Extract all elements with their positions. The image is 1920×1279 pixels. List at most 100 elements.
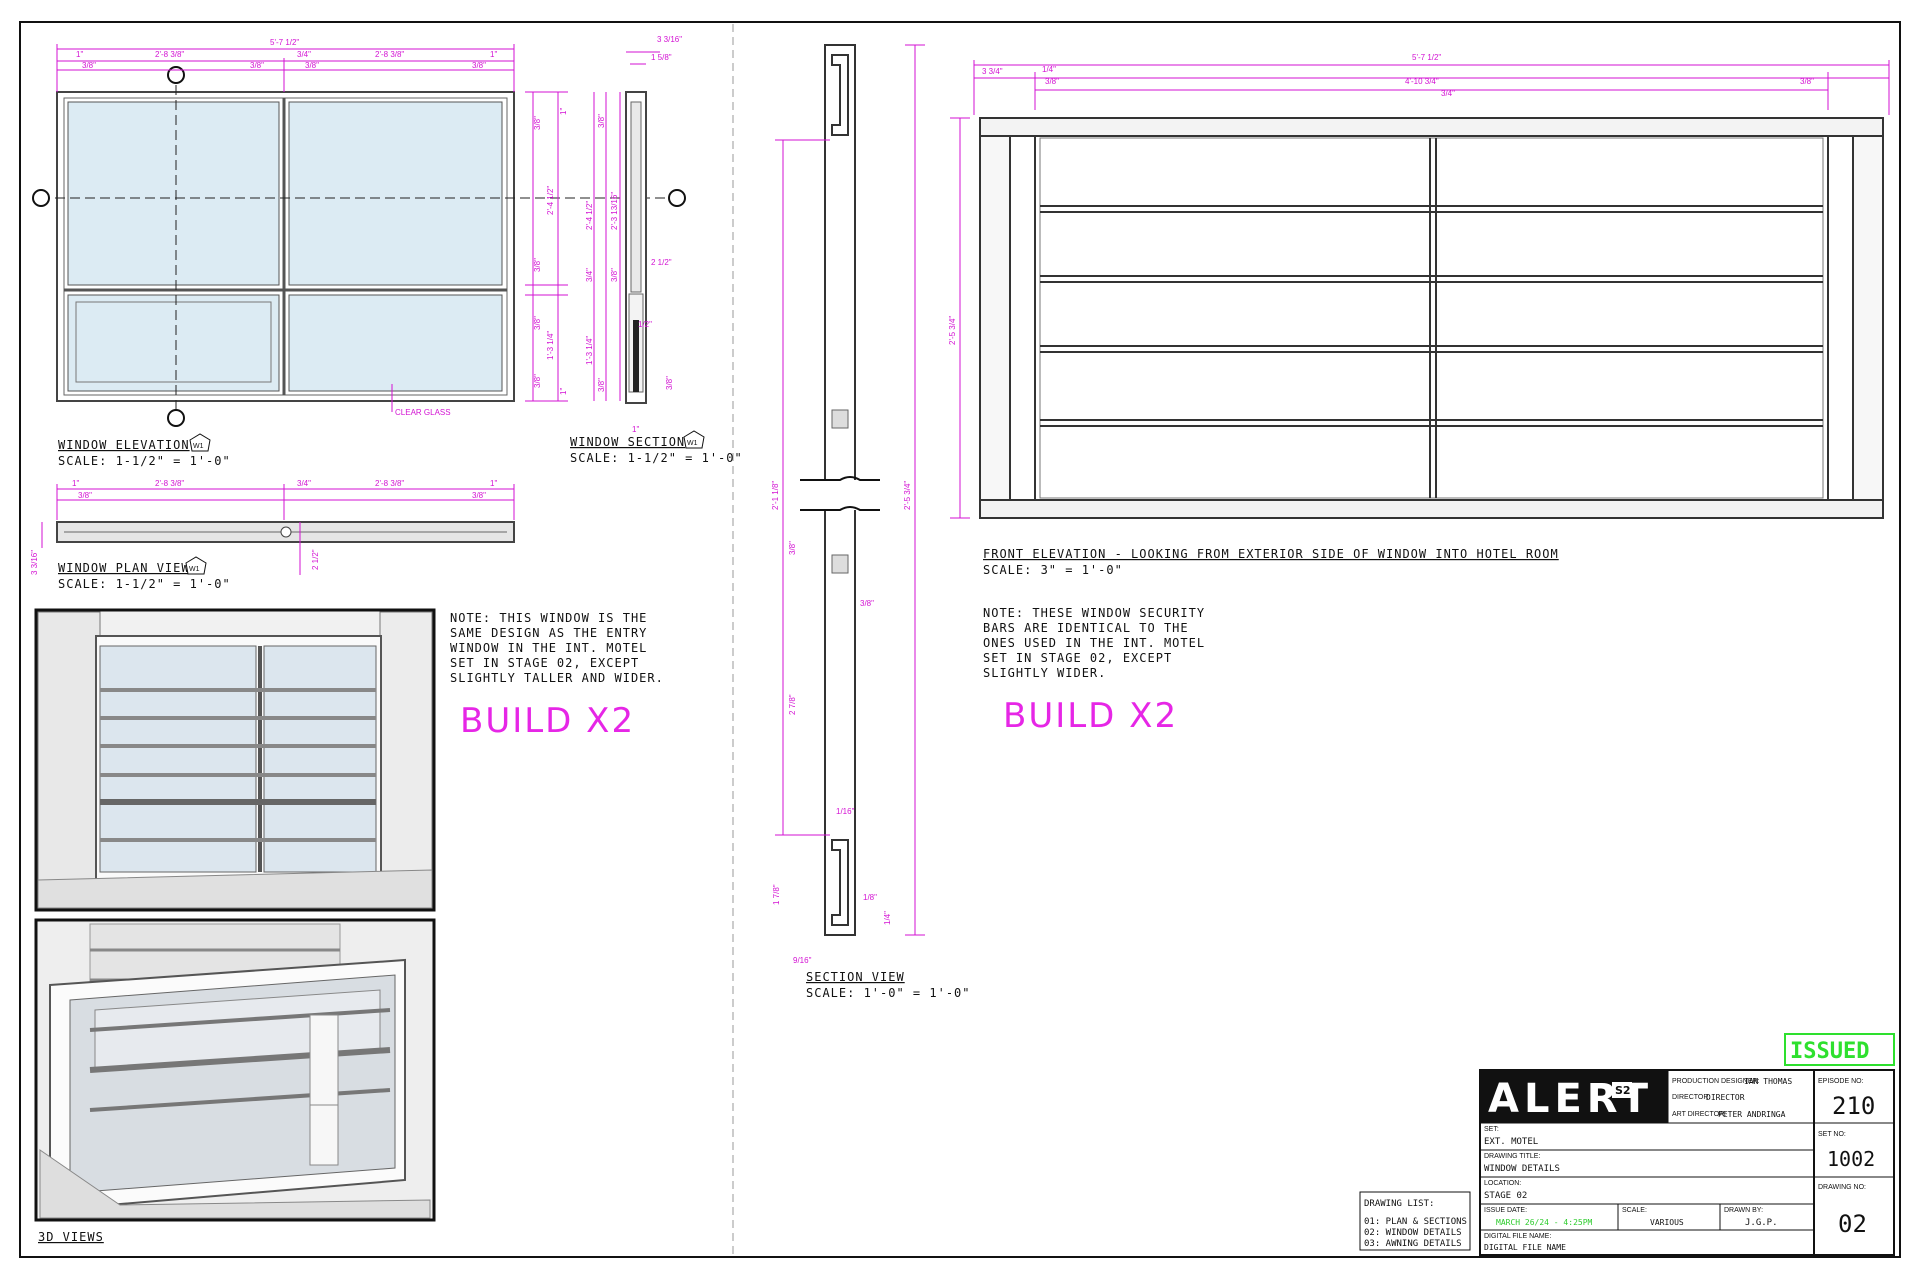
scale: VARIOUS	[1650, 1218, 1684, 1227]
window-elevation: CLEAR GLASS	[32, 66, 686, 427]
dim: 2'-8 3/8"	[375, 50, 404, 59]
dim: 1 7/8"	[772, 884, 781, 905]
dim: 3/8"	[1800, 77, 1814, 86]
label: ISSUE DATE:	[1484, 1207, 1527, 1214]
dim: 5'-7 1/2"	[1412, 53, 1441, 62]
set-number: 1002	[1827, 1147, 1875, 1171]
plan-scale: SCALE: 1-1/2" = 1'-0"	[58, 577, 231, 591]
dim: 3 3/16"	[30, 550, 39, 575]
dim: 3/8"	[1045, 77, 1059, 86]
build-note-right: BUILD X2	[1003, 696, 1178, 736]
label: DRAWING TITLE:	[1484, 1153, 1540, 1160]
dim: 1 5/8"	[651, 53, 672, 62]
dim: 9/16"	[793, 956, 812, 965]
label: DRAWING NO:	[1818, 1184, 1866, 1191]
dim: 3/8"	[597, 114, 606, 128]
dim: 2'-8 3/8"	[155, 479, 184, 488]
label: SET:	[1484, 1126, 1499, 1133]
art-director: PETER ANDRINGA	[1718, 1110, 1786, 1119]
label: SCALE:	[1622, 1207, 1647, 1214]
label: ART DIRECTOR:	[1672, 1111, 1726, 1118]
dim: 1/2"	[638, 320, 652, 329]
dim: 3/4"	[1441, 89, 1455, 98]
section-scale: SCALE: 1-1/2" = 1'-0"	[570, 451, 743, 465]
dim: 3 3/4"	[982, 67, 1003, 76]
note-line: SET IN STAGE 02, EXCEPT	[450, 656, 639, 670]
dim: 3/4"	[297, 479, 311, 488]
left-note: NOTE: THIS WINDOW IS THE SAME DESIGN AS …	[450, 611, 664, 685]
issued-stamp-text: ISSUED	[1790, 1039, 1869, 1064]
note-line: ONES USED IN THE INT. MOTEL	[983, 636, 1205, 650]
dim: 1"	[490, 479, 497, 488]
dim: 3/8"	[665, 376, 674, 390]
elevation-scale: SCALE: 1-1/2" = 1'-0"	[58, 454, 231, 468]
dim: 3/8"	[82, 61, 96, 70]
dim: 3/8"	[788, 541, 797, 555]
section-view-scale: SCALE: 1'-0" = 1'-0"	[806, 986, 971, 1000]
dim: 3/8"	[533, 374, 542, 388]
label: EPISODE NO:	[1818, 1078, 1864, 1085]
dim: 3/8"	[78, 491, 92, 500]
front-elevation-scale: SCALE: 3" = 1'-0"	[983, 563, 1123, 577]
window-section	[625, 91, 647, 404]
front-dims	[950, 60, 1890, 519]
label: DIGITAL FILE NAME:	[1484, 1233, 1551, 1240]
security-bar-section	[800, 44, 880, 936]
dim: 1"	[490, 50, 497, 59]
episode-number: 210	[1832, 1092, 1875, 1120]
label: DRAWN BY:	[1724, 1207, 1763, 1214]
note-line: SLIGHTLY TALLER AND WIDER.	[450, 671, 664, 685]
drawn-by: J.G.P.	[1745, 1218, 1778, 1228]
section-view-title: SECTION VIEW	[806, 970, 905, 984]
section-title: WINDOW SECTION	[570, 435, 685, 449]
dim: 1"	[559, 108, 568, 115]
dim: 1"	[72, 479, 79, 488]
drawing-list-title: DRAWING LIST:	[1364, 1199, 1434, 1209]
dim: 1"	[632, 425, 639, 434]
title-block	[1479, 1069, 1895, 1256]
dim: 3/8"	[533, 116, 542, 130]
production-designer: IAN THOMAS	[1744, 1077, 1792, 1086]
render-view-2	[34, 918, 436, 1222]
drawing-title: WINDOW DETAILS	[1484, 1164, 1560, 1174]
note-line: SET IN STAGE 02, EXCEPT	[983, 651, 1172, 665]
elevation-dims-right	[525, 91, 568, 402]
sheet-border	[19, 21, 1901, 1258]
dim: 2'-5 3/4"	[948, 316, 957, 345]
dim: 2'-8 3/8"	[155, 50, 184, 59]
dim: 1/8"	[863, 893, 877, 902]
label: SET NO:	[1818, 1131, 1846, 1138]
elevation-tag: W1	[193, 443, 204, 450]
issue-date: MARCH 26/24 - 4:25PM	[1496, 1218, 1593, 1227]
dim: 2 1/2"	[311, 549, 320, 570]
dim: 1/4"	[883, 911, 892, 925]
section-tag: W1	[687, 440, 698, 447]
dim: 3/8"	[472, 61, 486, 70]
note-line: SLIGHTLY WIDER.	[983, 666, 1106, 680]
dim: 2 7/8"	[788, 694, 797, 715]
file-name: DIGITAL FILE NAME	[1484, 1243, 1566, 1252]
location: STAGE 02	[1484, 1191, 1527, 1201]
drawing-list-item: 02: WINDOW DETAILS	[1364, 1228, 1462, 1238]
dim: 1"	[76, 50, 83, 59]
plan-tag: W1	[189, 566, 200, 573]
dim: 1/16"	[836, 807, 855, 816]
dim: 3 3/16"	[657, 35, 682, 44]
drawing-number: 02	[1838, 1210, 1867, 1238]
dim: 4'-10 3/4"	[1405, 77, 1439, 86]
elevation-title: WINDOW ELEVATION	[58, 438, 190, 452]
dim: 2'-3 13/16"	[610, 192, 619, 230]
dim: 3/8"	[533, 258, 542, 272]
dim: 3/4"	[585, 268, 594, 282]
section-dims	[593, 51, 660, 401]
drawing-list-item: 01: PLAN & SECTIONS	[1364, 1217, 1467, 1227]
dim: 3/8"	[597, 378, 606, 392]
dim: 1"	[559, 388, 568, 395]
dim: 1'-3 1/4"	[546, 331, 555, 360]
dim: 2'-5 3/4"	[903, 481, 912, 510]
dim: 2'-4 1/2"	[546, 186, 555, 215]
build-note-left: BUILD X2	[460, 701, 635, 741]
note-line: NOTE: THESE WINDOW SECURITY	[983, 606, 1205, 620]
director: DIRECTOR	[1706, 1093, 1745, 1102]
